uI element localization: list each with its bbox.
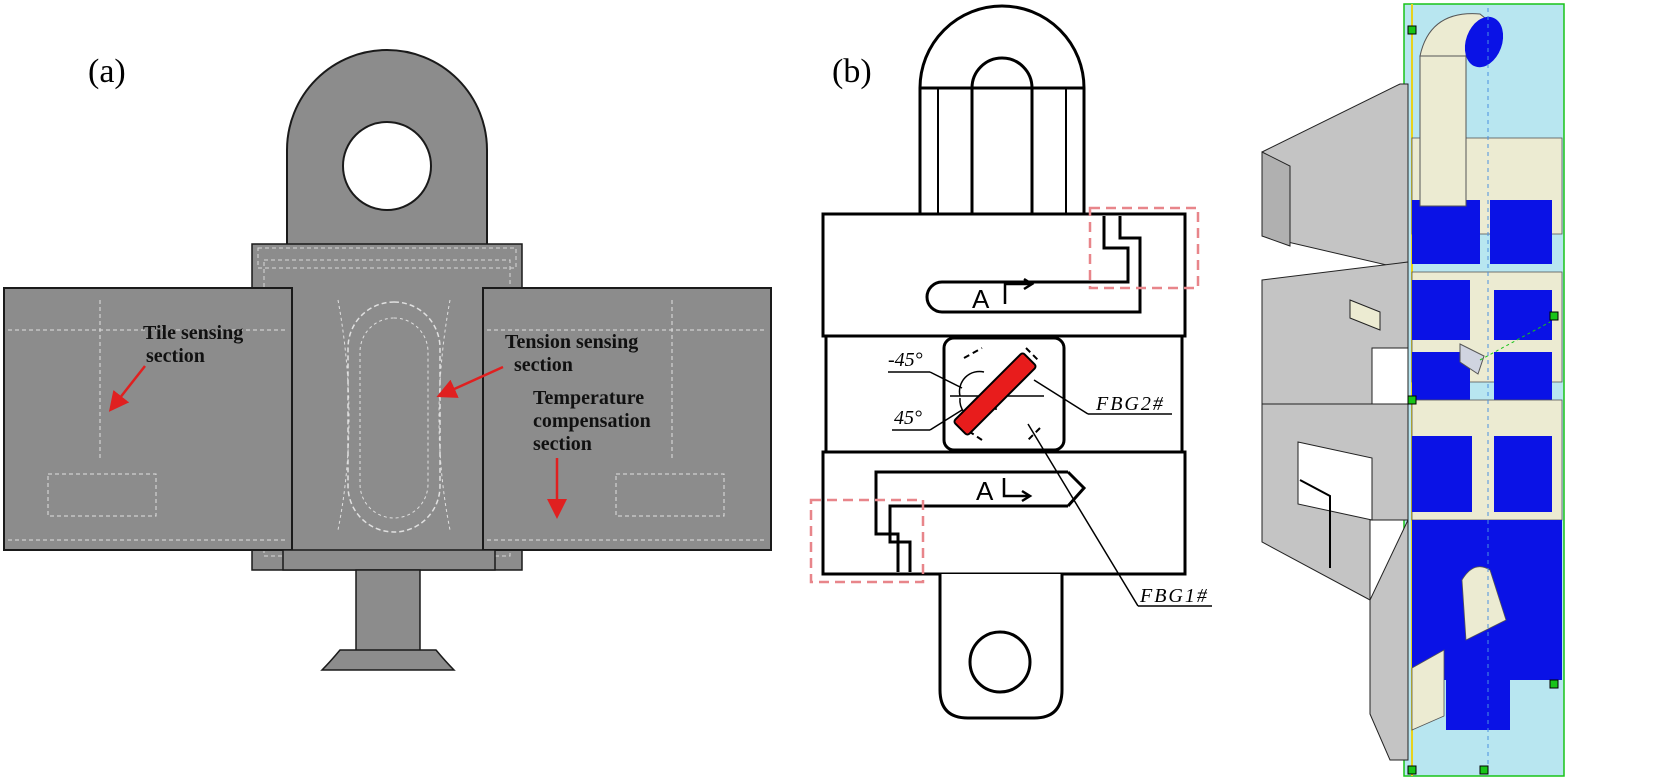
- lower-detail-box: [809, 498, 925, 584]
- fbg1-label: FBG1#: [1139, 585, 1209, 607]
- lug-hole: [342, 121, 432, 211]
- lower-section-mark: A: [976, 476, 994, 506]
- upper-detail-box: [1088, 206, 1200, 290]
- upper-block: [821, 212, 1187, 338]
- top-hook-slot: [970, 56, 1034, 214]
- tile-label: Tile sensing section: [143, 322, 248, 367]
- fbg-sensor: [953, 352, 1037, 436]
- angle-neg-label: -45°: [888, 349, 923, 371]
- fbg2-label: FBG2#: [1095, 393, 1165, 415]
- sensor-marker: [1459, 343, 1485, 375]
- bottom-stem: [355, 569, 421, 655]
- angle-pos-label: 45°: [894, 407, 922, 429]
- panel-b: (b) A -45° 45° FBG2# A: [809, 4, 1212, 720]
- hook-shaft: [1419, 55, 1467, 207]
- fbg1-leader: [1027, 423, 1139, 607]
- hook-opening: [1464, 16, 1504, 68]
- panel-a: (a) Tile sensing section: [3, 49, 772, 671]
- bottom-foot: [320, 649, 456, 671]
- cad-cutaway-view: [1261, 3, 1565, 777]
- bottom-base: [282, 549, 496, 571]
- tile-arrow: [108, 365, 146, 412]
- bottom-tab: [938, 574, 1064, 720]
- tension-slot-outer: [347, 301, 441, 533]
- tension-arrow: [436, 365, 504, 398]
- left-wing: [3, 287, 293, 551]
- right-wing: [482, 287, 772, 551]
- bottom-hole: [968, 630, 1032, 694]
- tension-label: Tension sensing section: [505, 331, 643, 376]
- panel-b-label: (b): [832, 53, 872, 90]
- fbg2-leader: [1033, 379, 1089, 415]
- upper-section-mark: A: [972, 284, 990, 314]
- panel-a-label: (a): [88, 53, 126, 90]
- top-hook: [918, 4, 1086, 214]
- temperature-label: Temperature compensation section: [533, 387, 656, 455]
- upper-slot: [925, 216, 1142, 314]
- center-block: [251, 243, 523, 571]
